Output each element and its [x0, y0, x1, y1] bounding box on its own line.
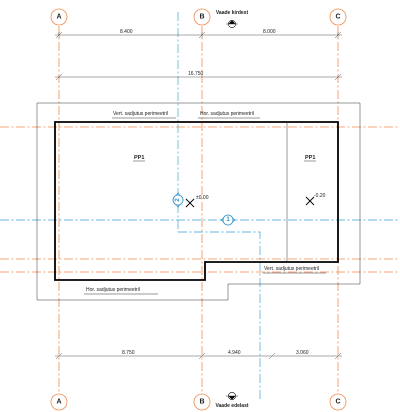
section-axis-vertical-jog: [178, 231, 261, 400]
section-marker-horizontal-label: 1: [226, 217, 230, 223]
view-label-south: Vaade edelast: [215, 403, 248, 409]
grid-bubble-top-c: C: [329, 8, 347, 26]
bottom-dimension-chain: [55, 352, 342, 360]
note-hor-bottom: Hor. sadjutus perimeetril: [86, 287, 140, 293]
note-vert-top: Vert. sadjutus perimeetril: [113, 111, 168, 117]
grid-bubble-bottom-a: A: [50, 393, 68, 411]
section-marker-vertical: 2: [172, 192, 184, 208]
dimension-top-right: 8.000: [263, 29, 276, 35]
grid-bubble-top-c-label: C: [335, 14, 340, 21]
grid-bubble-top-b-label: B: [199, 14, 204, 21]
grid-bubble-bottom-c: C: [329, 393, 347, 411]
view-marker-south: [226, 392, 238, 400]
dimension-bottom-mid: 4.940: [228, 350, 241, 356]
dimension-top-left: 8.400: [120, 29, 133, 35]
note-hor-top: Hor. sadjutus perimeetril: [200, 111, 254, 117]
building-outline: [54, 121, 339, 281]
view-marker-north: [226, 20, 238, 28]
grid-bubble-bottom-b: B: [193, 393, 211, 411]
level-text-right: -0.20: [314, 193, 326, 199]
grid-bubble-bottom-c-label: C: [335, 399, 340, 406]
level-text-left: ±0.00: [196, 195, 209, 201]
level-marker-left-icon: [185, 198, 195, 208]
level-marker-right-icon: [305, 196, 315, 206]
grid-bubble-top-a-label: A: [56, 14, 61, 21]
section-marker-vertical-label: 2: [175, 198, 181, 202]
dimension-bottom-left: 8.750: [122, 350, 135, 356]
grid-bubble-top-a: A: [50, 8, 68, 26]
top-dimension-chain: [55, 31, 342, 39]
grid-bubble-bottom-a-label: A: [56, 399, 61, 406]
dimension-overall: 16.750: [188, 71, 204, 77]
grid-bubble-top-b: B: [193, 8, 211, 26]
view-label-north: Vaade kirdest: [216, 10, 249, 16]
section-marker-horizontal: 1: [220, 214, 236, 226]
room-label-left: PP1: [134, 155, 144, 161]
outer-perimeter: [36, 102, 361, 301]
room-label-right: PP1: [305, 155, 315, 161]
overall-dimension-line: [55, 73, 342, 81]
note-vert-bottom: Vert. sadjutus perimeetril: [264, 266, 319, 272]
dimension-bottom-right: 3.060: [296, 350, 309, 356]
grid-bubble-bottom-b-label: B: [199, 399, 204, 406]
